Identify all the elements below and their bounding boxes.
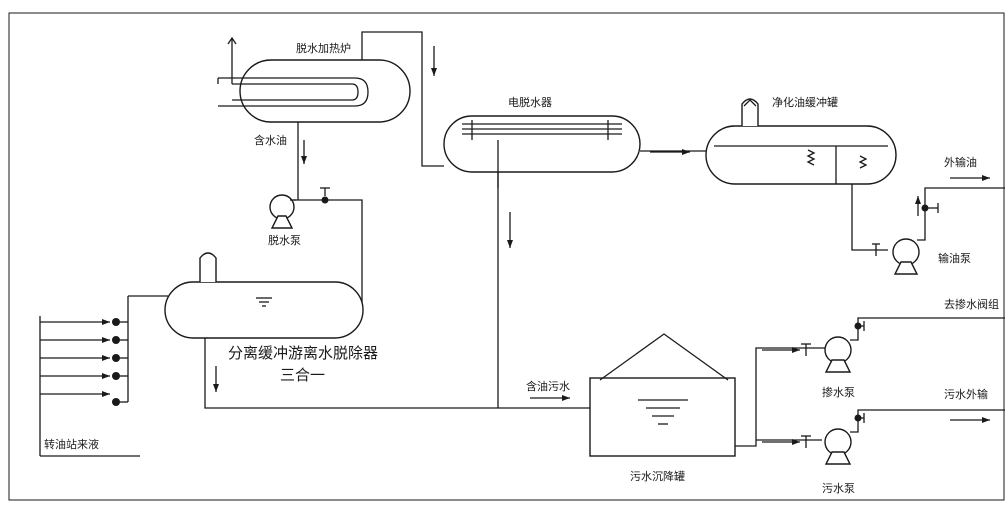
separator-vessel (164, 252, 364, 339)
label-furnace: 脱水加热炉 (296, 41, 351, 55)
diagram-border (8, 12, 1005, 501)
blend-water-pump (824, 336, 852, 373)
label-sewage-export: 污水外输 (944, 387, 988, 401)
label-settling-tank: 污水沉降罐 (630, 469, 685, 483)
incoming-lines (39, 295, 168, 457)
dehydration-pump (269, 187, 363, 308)
label-wet-oil: 含水油 (254, 133, 287, 147)
label-blend-pump: 掺水泵 (822, 385, 855, 399)
label-export-pump: 输油泵 (938, 251, 971, 265)
label-to-blend-valve: 去掺水阀组 (944, 297, 999, 311)
sewage-pump (824, 428, 852, 465)
label-export-oil: 外输油 (944, 155, 977, 169)
label-transfer-liquid: 转油站来液 (44, 437, 99, 451)
label-dehydration-pump: 脱水泵 (268, 233, 301, 247)
purified-oil-buffer-tank (705, 98, 897, 185)
dehydration-furnace (217, 36, 411, 123)
label-buffer-tank: 净化油缓冲罐 (772, 95, 838, 109)
label-three-in-one: 三合一 (280, 366, 325, 384)
label-electro-dehydrator: 电脱水器 (508, 95, 552, 109)
label-separator: 分离缓冲游离水脱除器 (228, 344, 378, 362)
sewage-settling-tank (589, 333, 736, 457)
label-oily-sewage: 含油污水 (526, 379, 570, 393)
export-oil-pump (892, 238, 920, 275)
label-sewage-pump: 污水泵 (822, 482, 855, 495)
electro-dehydrator (443, 115, 641, 188)
